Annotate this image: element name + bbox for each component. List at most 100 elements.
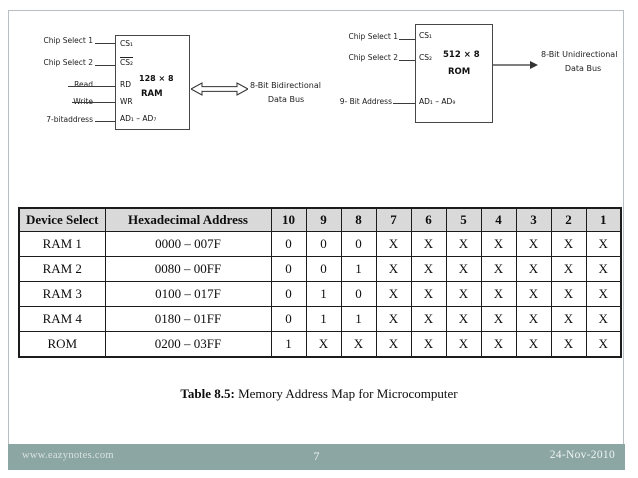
connector-line: [95, 121, 115, 122]
rom-bus-label-line2: Data Bus: [564, 64, 602, 73]
table-cell: 0080 – 00FF: [104, 256, 272, 282]
table-cell: RAM 1: [18, 231, 106, 257]
table-cell: X: [445, 231, 482, 257]
ram-input-label: Chip Select 2: [43, 58, 93, 67]
ram-name-label: RAM: [141, 89, 163, 99]
connector-line: [393, 103, 415, 104]
rom-chip-box: [415, 24, 493, 123]
ram-input-label: 7-bitaddress: [46, 115, 93, 124]
rom-input-label: Chip Select 2: [348, 53, 398, 62]
table-cell: X: [445, 306, 482, 332]
rom-pin-cs1: CS₁: [419, 31, 433, 40]
ram-chip-box: [115, 35, 190, 130]
table-cell: 1: [340, 306, 377, 332]
column-header: 6: [410, 207, 447, 232]
table-cell: 0: [305, 231, 342, 257]
column-header: 4: [480, 207, 517, 232]
table-cell: X: [410, 281, 447, 307]
table-cell: X: [480, 231, 517, 257]
footer-date: 24-Nov-2010: [549, 449, 615, 461]
table-cell: 1: [340, 256, 377, 282]
table-cell: X: [480, 281, 517, 307]
table-cell: X: [375, 281, 412, 307]
table-cell: X: [585, 256, 622, 282]
column-header: 7: [375, 207, 412, 232]
table-cell: 0200 – 03FF: [104, 331, 272, 358]
footer-page-number: 7: [313, 449, 320, 463]
table-cell: RAM 4: [18, 306, 106, 332]
table-cell: X: [585, 331, 622, 358]
table-cell: X: [375, 331, 412, 358]
rom-size-label: 512 × 8: [443, 50, 480, 60]
rom-name-label: ROM: [448, 67, 471, 77]
column-header: 8: [340, 207, 377, 232]
ram-input-label: Write: [30, 97, 93, 106]
ram-input-label: Chip Select 1: [43, 36, 93, 45]
column-header: 9: [305, 207, 342, 232]
table-cell: 0000 – 007F: [104, 231, 272, 257]
arrow-right-icon: [493, 61, 538, 69]
table-cell: X: [515, 231, 552, 257]
table-cell: ROM: [18, 331, 106, 358]
table-cell: X: [585, 281, 622, 307]
table-cell: X: [375, 256, 412, 282]
ram-pin-rd: RD: [120, 80, 131, 89]
ram-pin-cs1: CS₁: [120, 39, 134, 48]
column-header: 10: [270, 207, 307, 232]
rom-pin-ad: AD₁ – AD₉: [419, 97, 456, 106]
connector-line: [95, 43, 115, 44]
ram-bus-label-line1: 8-Bit Bidirectional: [250, 81, 321, 90]
table-cell: 0: [340, 281, 377, 307]
table-cell: 0180 – 01FF: [104, 306, 272, 332]
rom-input-label: 9- Bit Address: [339, 97, 392, 106]
table-cell: 0100 – 017F: [104, 281, 272, 307]
connector-line: [399, 39, 415, 40]
connector-line: [399, 60, 415, 61]
table-cell: X: [480, 256, 517, 282]
table-cell: X: [480, 306, 517, 332]
ram-bus-label-line2: Data Bus: [267, 95, 305, 104]
connector-line: [68, 86, 115, 87]
table-cell: X: [410, 231, 447, 257]
footer-bar: www.eazynotes.com 7 24-Nov-2010: [8, 444, 625, 470]
table-cell: 0: [305, 256, 342, 282]
table-cell: 1: [305, 306, 342, 332]
column-header: Device Select: [18, 207, 106, 232]
column-header: Hexadecimal Address: [104, 207, 272, 232]
table-cell: X: [550, 256, 587, 282]
table-caption-text: Memory Address Map for Microcomputer: [234, 386, 458, 401]
table-cell: X: [585, 231, 622, 257]
table-cell: X: [445, 256, 482, 282]
connector-line: [72, 102, 115, 103]
table-cell: X: [375, 231, 412, 257]
table-cell: RAM 2: [18, 256, 106, 282]
table-cell: X: [305, 331, 342, 358]
column-header: 5: [445, 207, 482, 232]
table-cell: X: [515, 281, 552, 307]
rom-bus-label-line1: 8-Bit Unidirectional: [541, 50, 618, 59]
column-header: 2: [550, 207, 587, 232]
table-cell: X: [480, 331, 517, 358]
table-caption: Table 8.5: Memory Address Map for Microc…: [18, 386, 620, 402]
table-cell: 1: [270, 331, 307, 358]
table-cell: 0: [270, 231, 307, 257]
table-cell: 1: [305, 281, 342, 307]
table-cell: RAM 3: [18, 281, 106, 307]
table-cell: 0: [340, 231, 377, 257]
table-cell: X: [445, 281, 482, 307]
table-caption-label: Table 8.5:: [180, 386, 235, 401]
table-cell: 0: [270, 256, 307, 282]
footer-website: www.eazynotes.com: [22, 450, 114, 461]
table-cell: X: [515, 256, 552, 282]
rom-input-label: Chip Select 1: [348, 32, 398, 41]
ram-input-label: Read: [74, 80, 93, 89]
